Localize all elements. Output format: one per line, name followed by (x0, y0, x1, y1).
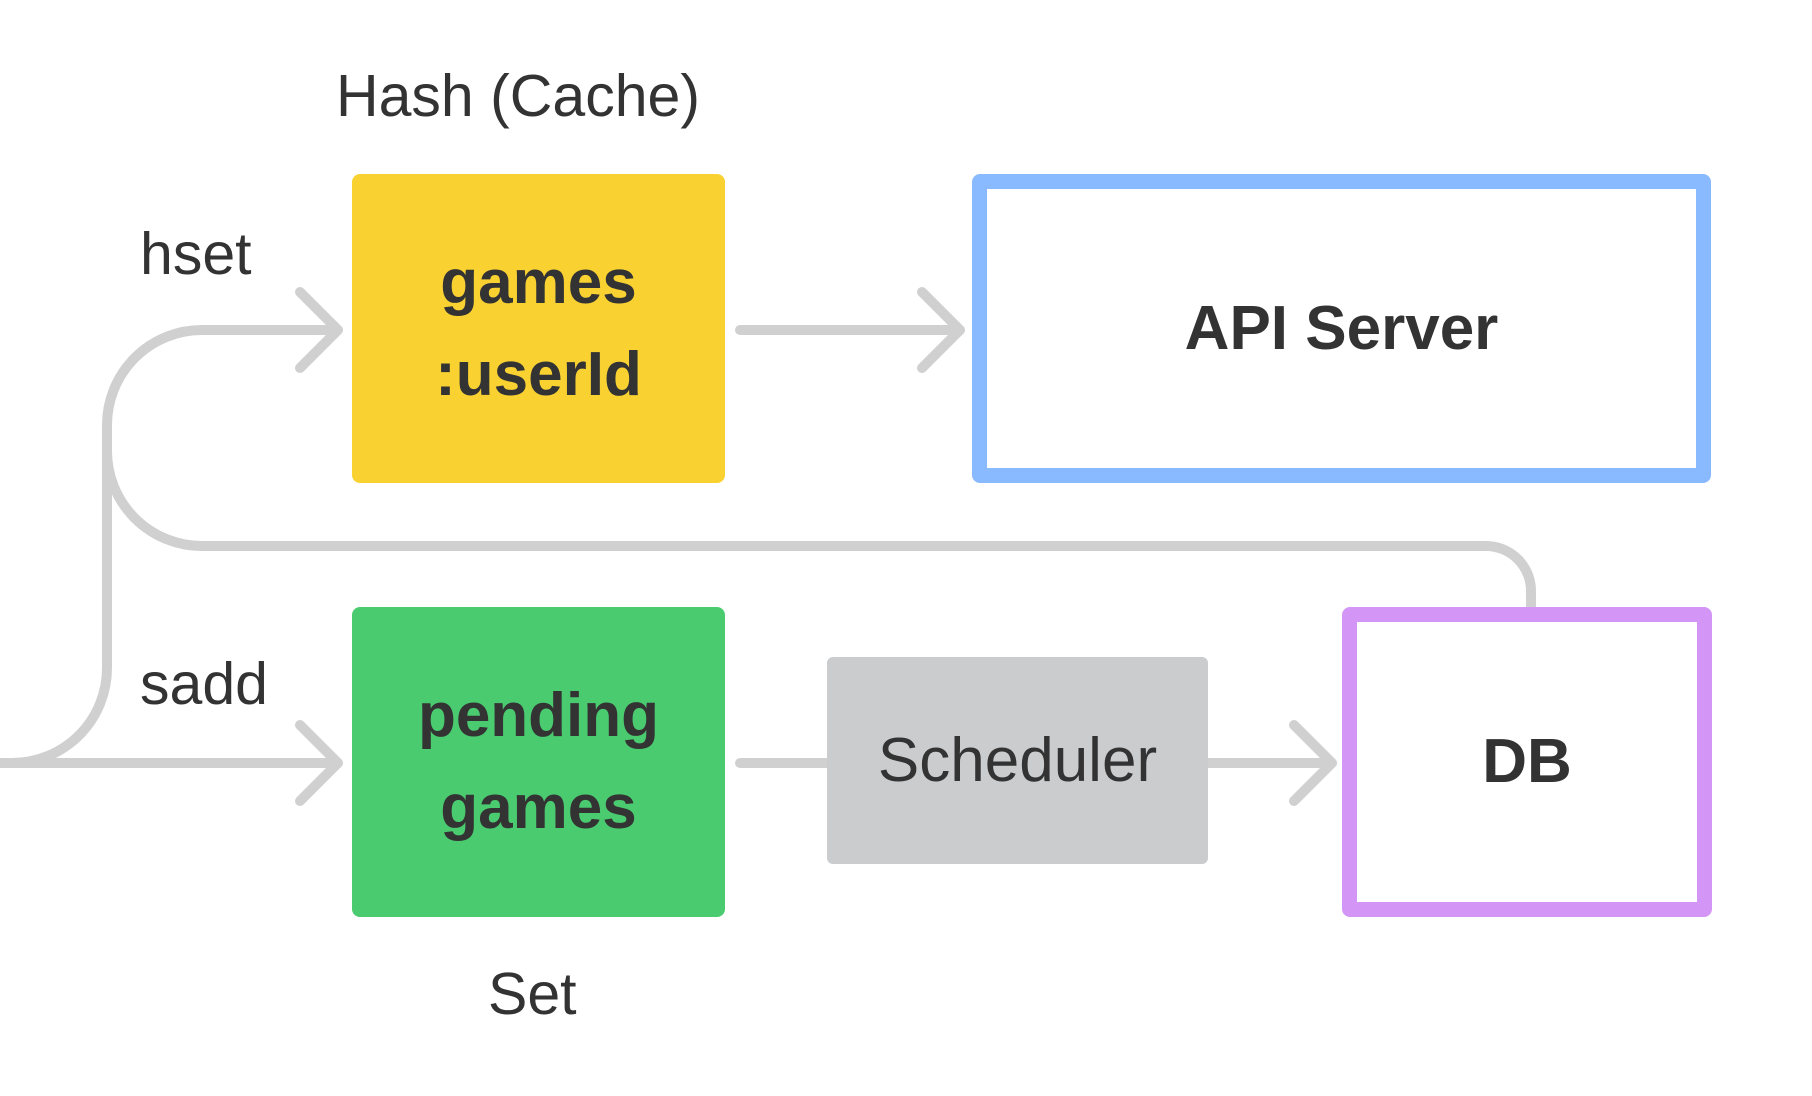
api-server-label: API Server (1184, 293, 1499, 363)
pending-games-line2: games (440, 773, 637, 842)
sadd-label: sadd (140, 651, 268, 717)
arrowhead-pending-games (295, 720, 343, 806)
set-label: Set (488, 961, 577, 1027)
pending-games-line1: pending (417, 681, 660, 750)
games-userid-line2: :userId (435, 339, 642, 409)
scheduler-label: Scheduler (877, 726, 1158, 795)
games-userid-node: games :userId (352, 174, 725, 483)
pending-games-node: pending games (352, 607, 725, 917)
arrowhead-db (1289, 720, 1337, 806)
db-label: DB (1482, 727, 1572, 796)
games-userid-line1: games (440, 247, 637, 317)
edge-db-to-games-userid (102, 446, 1536, 611)
api-server-node: API Server (972, 174, 1711, 483)
arrowhead-games-userid (295, 287, 343, 373)
hset-label: hset (140, 221, 252, 287)
edge-entry-to-games-userid (0, 325, 343, 768)
db-node: DB (1342, 607, 1712, 917)
hash-cache-label: Hash (Cache) (336, 63, 700, 129)
scheduler-node: Scheduler (827, 657, 1208, 864)
arrowhead-api-server (917, 287, 965, 373)
